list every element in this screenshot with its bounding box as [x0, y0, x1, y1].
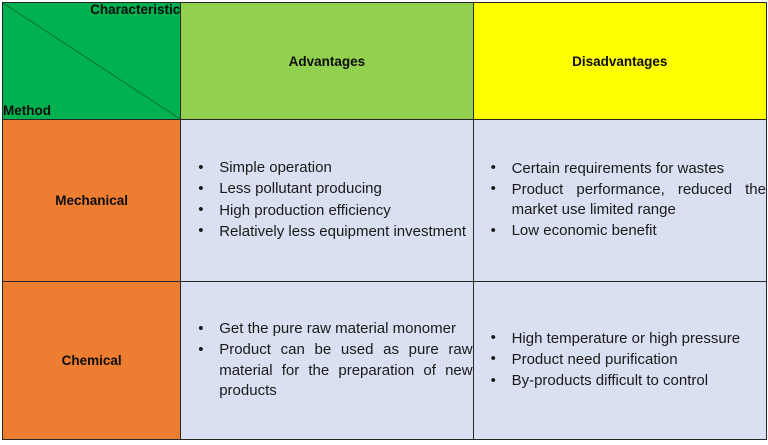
list-item: Relatively less equipment investment [181, 221, 472, 242]
corner-characteristic-label: Characteristic [90, 2, 181, 17]
list-item: Product can be used as pure raw material… [181, 340, 472, 400]
header-disadvantages: Disadvantages [472, 2, 768, 120]
cell-chemical-disadvantages: High temperature or high pressure Produc… [472, 281, 768, 440]
table-row: Chemical Get the pure raw material monom… [1, 281, 768, 440]
list-item: Low economic benefit [474, 221, 766, 241]
list-item: Simple operation [181, 158, 472, 178]
table-header-row: Characteristic Method Advantages Disadva… [1, 2, 768, 120]
list-item: Get the pure raw material monomer [181, 319, 472, 339]
diagonal-divider-icon [3, 3, 180, 119]
row-label-mechanical: Mechanical [1, 119, 182, 282]
bullet-list: Certain requirements for wastes Product … [474, 158, 766, 241]
header-advantages: Advantages [180, 2, 474, 120]
cell-mechanical-disadvantages: Certain requirements for wastes Product … [472, 119, 768, 282]
corner-header-cell: Characteristic Method [1, 2, 182, 120]
list-item: Product need purification [474, 349, 766, 370]
cell-chemical-advantages: Get the pure raw material monomer Produc… [180, 281, 474, 440]
list-item: Product performance, reduced the market … [474, 179, 766, 220]
list-item: High temperature or high pressure [474, 328, 766, 349]
table-row: Mechanical Simple operation Less polluta… [1, 119, 768, 282]
corner-method-label: Method [3, 103, 51, 119]
bullet-list: Get the pure raw material monomer Produc… [181, 319, 472, 400]
list-item: By-products difficult to control [474, 371, 766, 391]
bullet-list: Simple operation Less pollutant producin… [181, 158, 472, 241]
cell-mechanical-advantages: Simple operation Less pollutant producin… [180, 119, 474, 282]
list-item: Certain requirements for wastes [474, 158, 766, 179]
row-label-chemical: Chemical [1, 281, 182, 440]
bullet-list: High temperature or high pressure Produc… [474, 328, 766, 391]
list-item: High production efficiency [181, 200, 472, 221]
list-item: Less pollutant producing [181, 179, 472, 199]
